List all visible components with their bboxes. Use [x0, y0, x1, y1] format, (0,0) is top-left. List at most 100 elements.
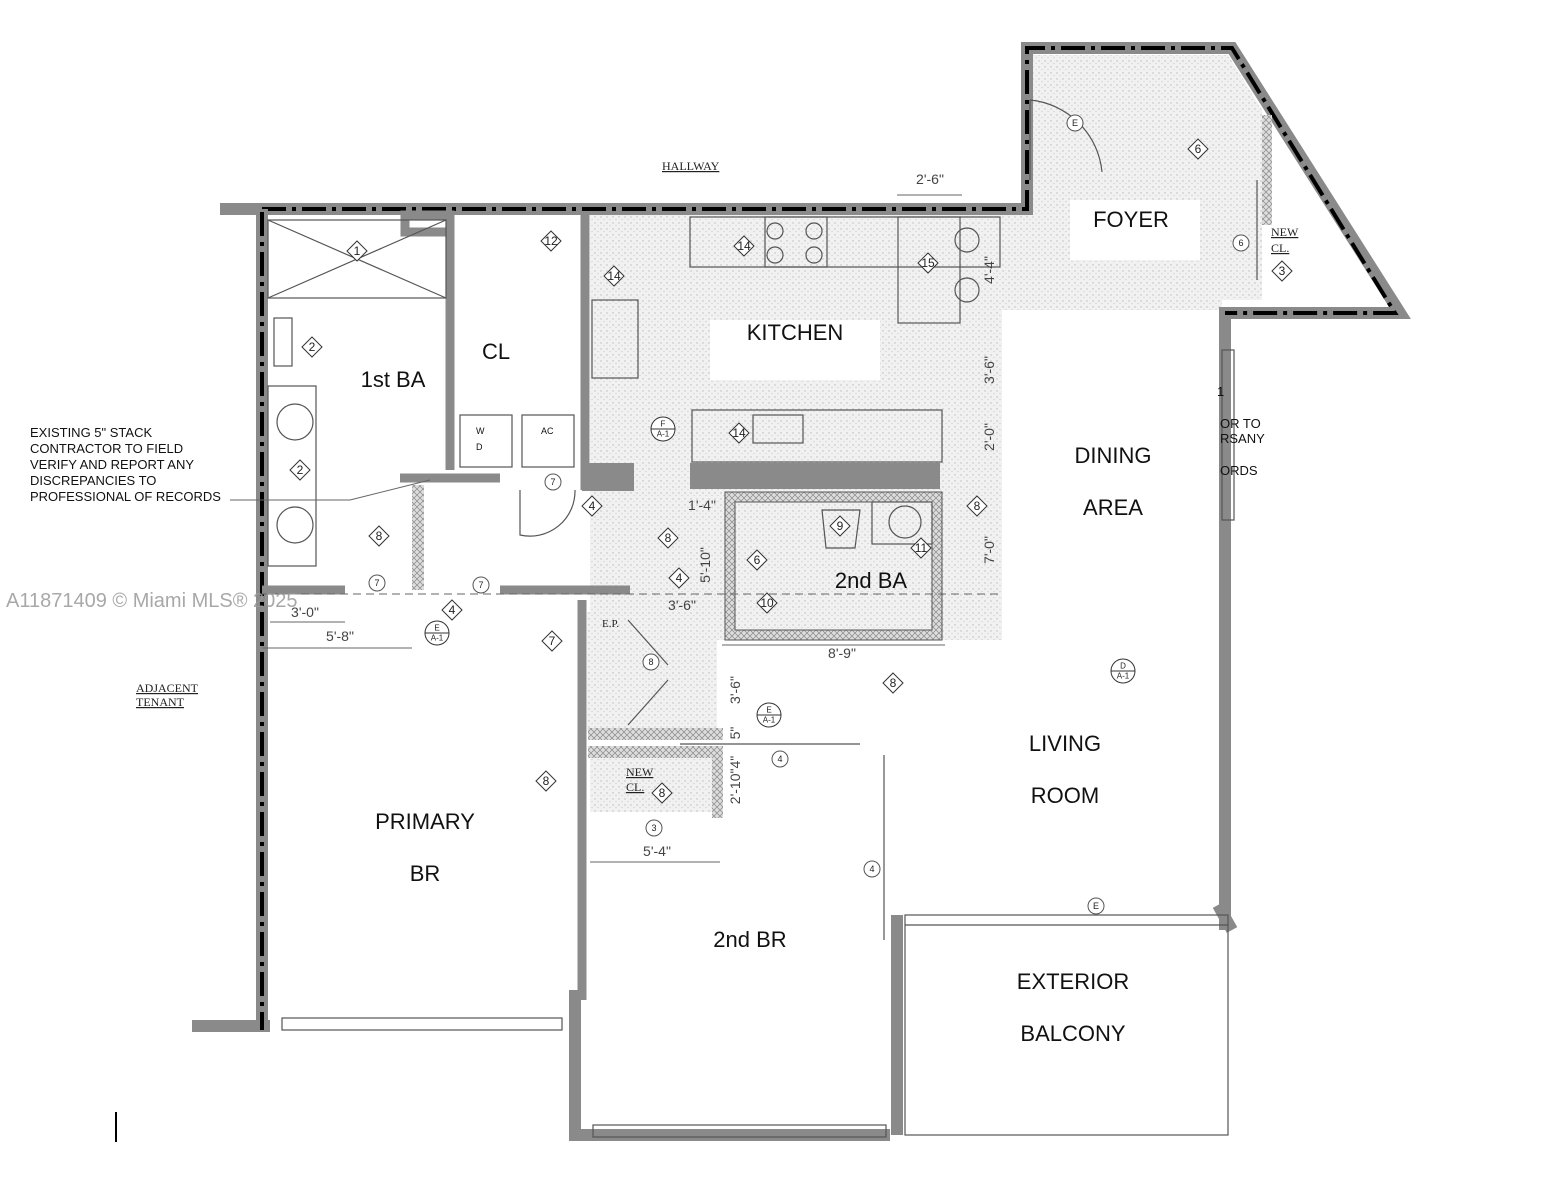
kitchen-label: KITCHEN — [747, 320, 844, 345]
diamond-tag: 6 — [746, 549, 768, 571]
diamond-tag: 8 — [882, 672, 904, 694]
circle-tag: E — [1087, 897, 1105, 915]
section-marker: EA-1 — [424, 620, 450, 646]
diamond-tag: 8 — [657, 527, 679, 549]
ep-label: E.P. — [602, 618, 619, 630]
svg-text:1: 1 — [354, 244, 361, 258]
svg-text:3'-6": 3'-6" — [668, 597, 696, 613]
svg-text:E: E — [1072, 118, 1078, 128]
diamond-tag: 10 — [756, 592, 778, 614]
svg-text:CONTRACTOR TO FIELD: CONTRACTOR TO FIELD — [30, 441, 183, 456]
circle-tag: 8 — [642, 653, 660, 671]
floor-finish — [587, 55, 1262, 812]
new-closet-label-2: CL. — [1271, 241, 1289, 255]
circle-tag: 4 — [863, 860, 881, 878]
circle-tag: 4 — [771, 750, 789, 768]
dryer-label: D — [476, 442, 483, 452]
svg-text:RSANY: RSANY — [1220, 431, 1265, 446]
svg-text:VERIFY AND REPORT ANY: VERIFY AND REPORT ANY — [30, 457, 194, 472]
primary-br-label-2: BR — [410, 861, 441, 886]
diamond-tag: 8 — [966, 495, 988, 517]
new-closet-b-label-1: NEW — [626, 765, 654, 779]
watermark: A11871409 © Miami MLS® 2025 — [6, 590, 297, 612]
svg-text:ORDS: ORDS — [1220, 463, 1258, 478]
diamond-tag: 7 — [541, 630, 563, 652]
svg-text:1'-4": 1'-4" — [688, 497, 716, 513]
svg-text:A-1: A-1 — [431, 634, 444, 643]
svg-text:9: 9 — [837, 519, 844, 533]
dining-label-1: DINING — [1075, 443, 1152, 468]
fixtures — [230, 99, 1258, 940]
svg-text:8: 8 — [659, 786, 666, 800]
svg-text:4: 4 — [869, 864, 874, 874]
svg-text:8'-9": 8'-9" — [828, 645, 856, 661]
section-marker: DA-1 — [1110, 658, 1136, 684]
diamond-tag: 14 — [728, 422, 750, 444]
second-ba-label: 2nd BA — [835, 568, 907, 593]
foyer-label: FOYER — [1093, 207, 1169, 232]
svg-text:14: 14 — [607, 269, 621, 283]
svg-text:2'-6": 2'-6" — [916, 171, 944, 187]
diamond-tag: 8 — [535, 770, 557, 792]
svg-text:5'-8": 5'-8" — [326, 628, 354, 644]
svg-text:11: 11 — [915, 541, 928, 555]
room-labels: HALLWAY FOYER KITCHEN 1st BA CL DINING A… — [136, 159, 1299, 1046]
stack-note: EXISTING 5" STACK CONTRACTOR TO FIELD VE… — [30, 425, 221, 504]
svg-text:E: E — [434, 624, 439, 633]
diamond-tag: 8 — [651, 782, 673, 804]
svg-text:8: 8 — [665, 531, 672, 545]
svg-text:A-1: A-1 — [763, 716, 776, 725]
svg-text:A-1: A-1 — [1117, 672, 1130, 681]
svg-text:8: 8 — [974, 499, 981, 513]
svg-text:5'-10": 5'-10" — [697, 547, 713, 583]
svg-text:2'-10"4": 2'-10"4" — [727, 756, 743, 804]
circle-tag: 7 — [368, 574, 386, 592]
svg-text:4: 4 — [777, 754, 782, 764]
svg-text:DISCREPANCIES TO: DISCREPANCIES TO — [30, 473, 156, 488]
svg-text:7: 7 — [549, 634, 556, 648]
svg-text:3: 3 — [1279, 264, 1286, 278]
living-label-1: LIVING — [1029, 731, 1101, 756]
diamond-tag: 4 — [581, 495, 603, 517]
svg-text:6: 6 — [754, 553, 761, 567]
ac-label: AC — [541, 426, 554, 436]
svg-text:7: 7 — [478, 580, 483, 590]
svg-text:7: 7 — [550, 477, 555, 487]
diamond-tag: 15 — [917, 252, 939, 274]
living-label-2: ROOM — [1031, 783, 1099, 808]
svg-text:3'-6": 3'-6" — [981, 356, 997, 384]
svg-text:14: 14 — [732, 426, 746, 440]
clipped-note: 1 OR TO RSANY ORDS — [1217, 384, 1265, 478]
circle-tag: 6 — [1232, 234, 1250, 252]
svg-text:7'-0": 7'-0" — [981, 536, 997, 564]
circle-tag: 7 — [544, 473, 562, 491]
svg-text:14: 14 — [737, 239, 751, 253]
exterior-walls — [192, 42, 1411, 1141]
diamond-tag: 2 — [289, 459, 311, 481]
washer-label: W — [476, 426, 485, 436]
balcony-label-2: BALCONY — [1020, 1021, 1125, 1046]
svg-text:PROFESSIONAL OF RECORDS: PROFESSIONAL OF RECORDS — [30, 489, 221, 504]
circle-tag: E — [1066, 114, 1084, 132]
svg-text:E: E — [1093, 901, 1099, 911]
new-closet-label-1: NEW — [1271, 225, 1299, 239]
diamond-tag: 9 — [829, 515, 851, 537]
dining-label-2: AREA — [1083, 495, 1143, 520]
adjacent-label-2: TENANT — [136, 695, 185, 709]
diamond-tag: 14 — [733, 235, 755, 257]
diamond-tag: 11 — [910, 537, 932, 559]
diamond-tag: 8 — [368, 525, 390, 547]
windows — [281, 349, 1235, 1138]
svg-text:5'-4": 5'-4" — [643, 843, 671, 859]
svg-text:5": 5" — [727, 727, 743, 740]
svg-text:F: F — [661, 420, 666, 429]
adjacent-label-1: ADJACENT — [136, 681, 199, 695]
svg-text:12: 12 — [544, 234, 558, 248]
svg-text:6: 6 — [1238, 238, 1243, 248]
section-marker: EA-1 — [756, 702, 782, 728]
first-ba-label: 1st BA — [361, 367, 426, 392]
svg-text:4'-4": 4'-4" — [981, 256, 997, 284]
